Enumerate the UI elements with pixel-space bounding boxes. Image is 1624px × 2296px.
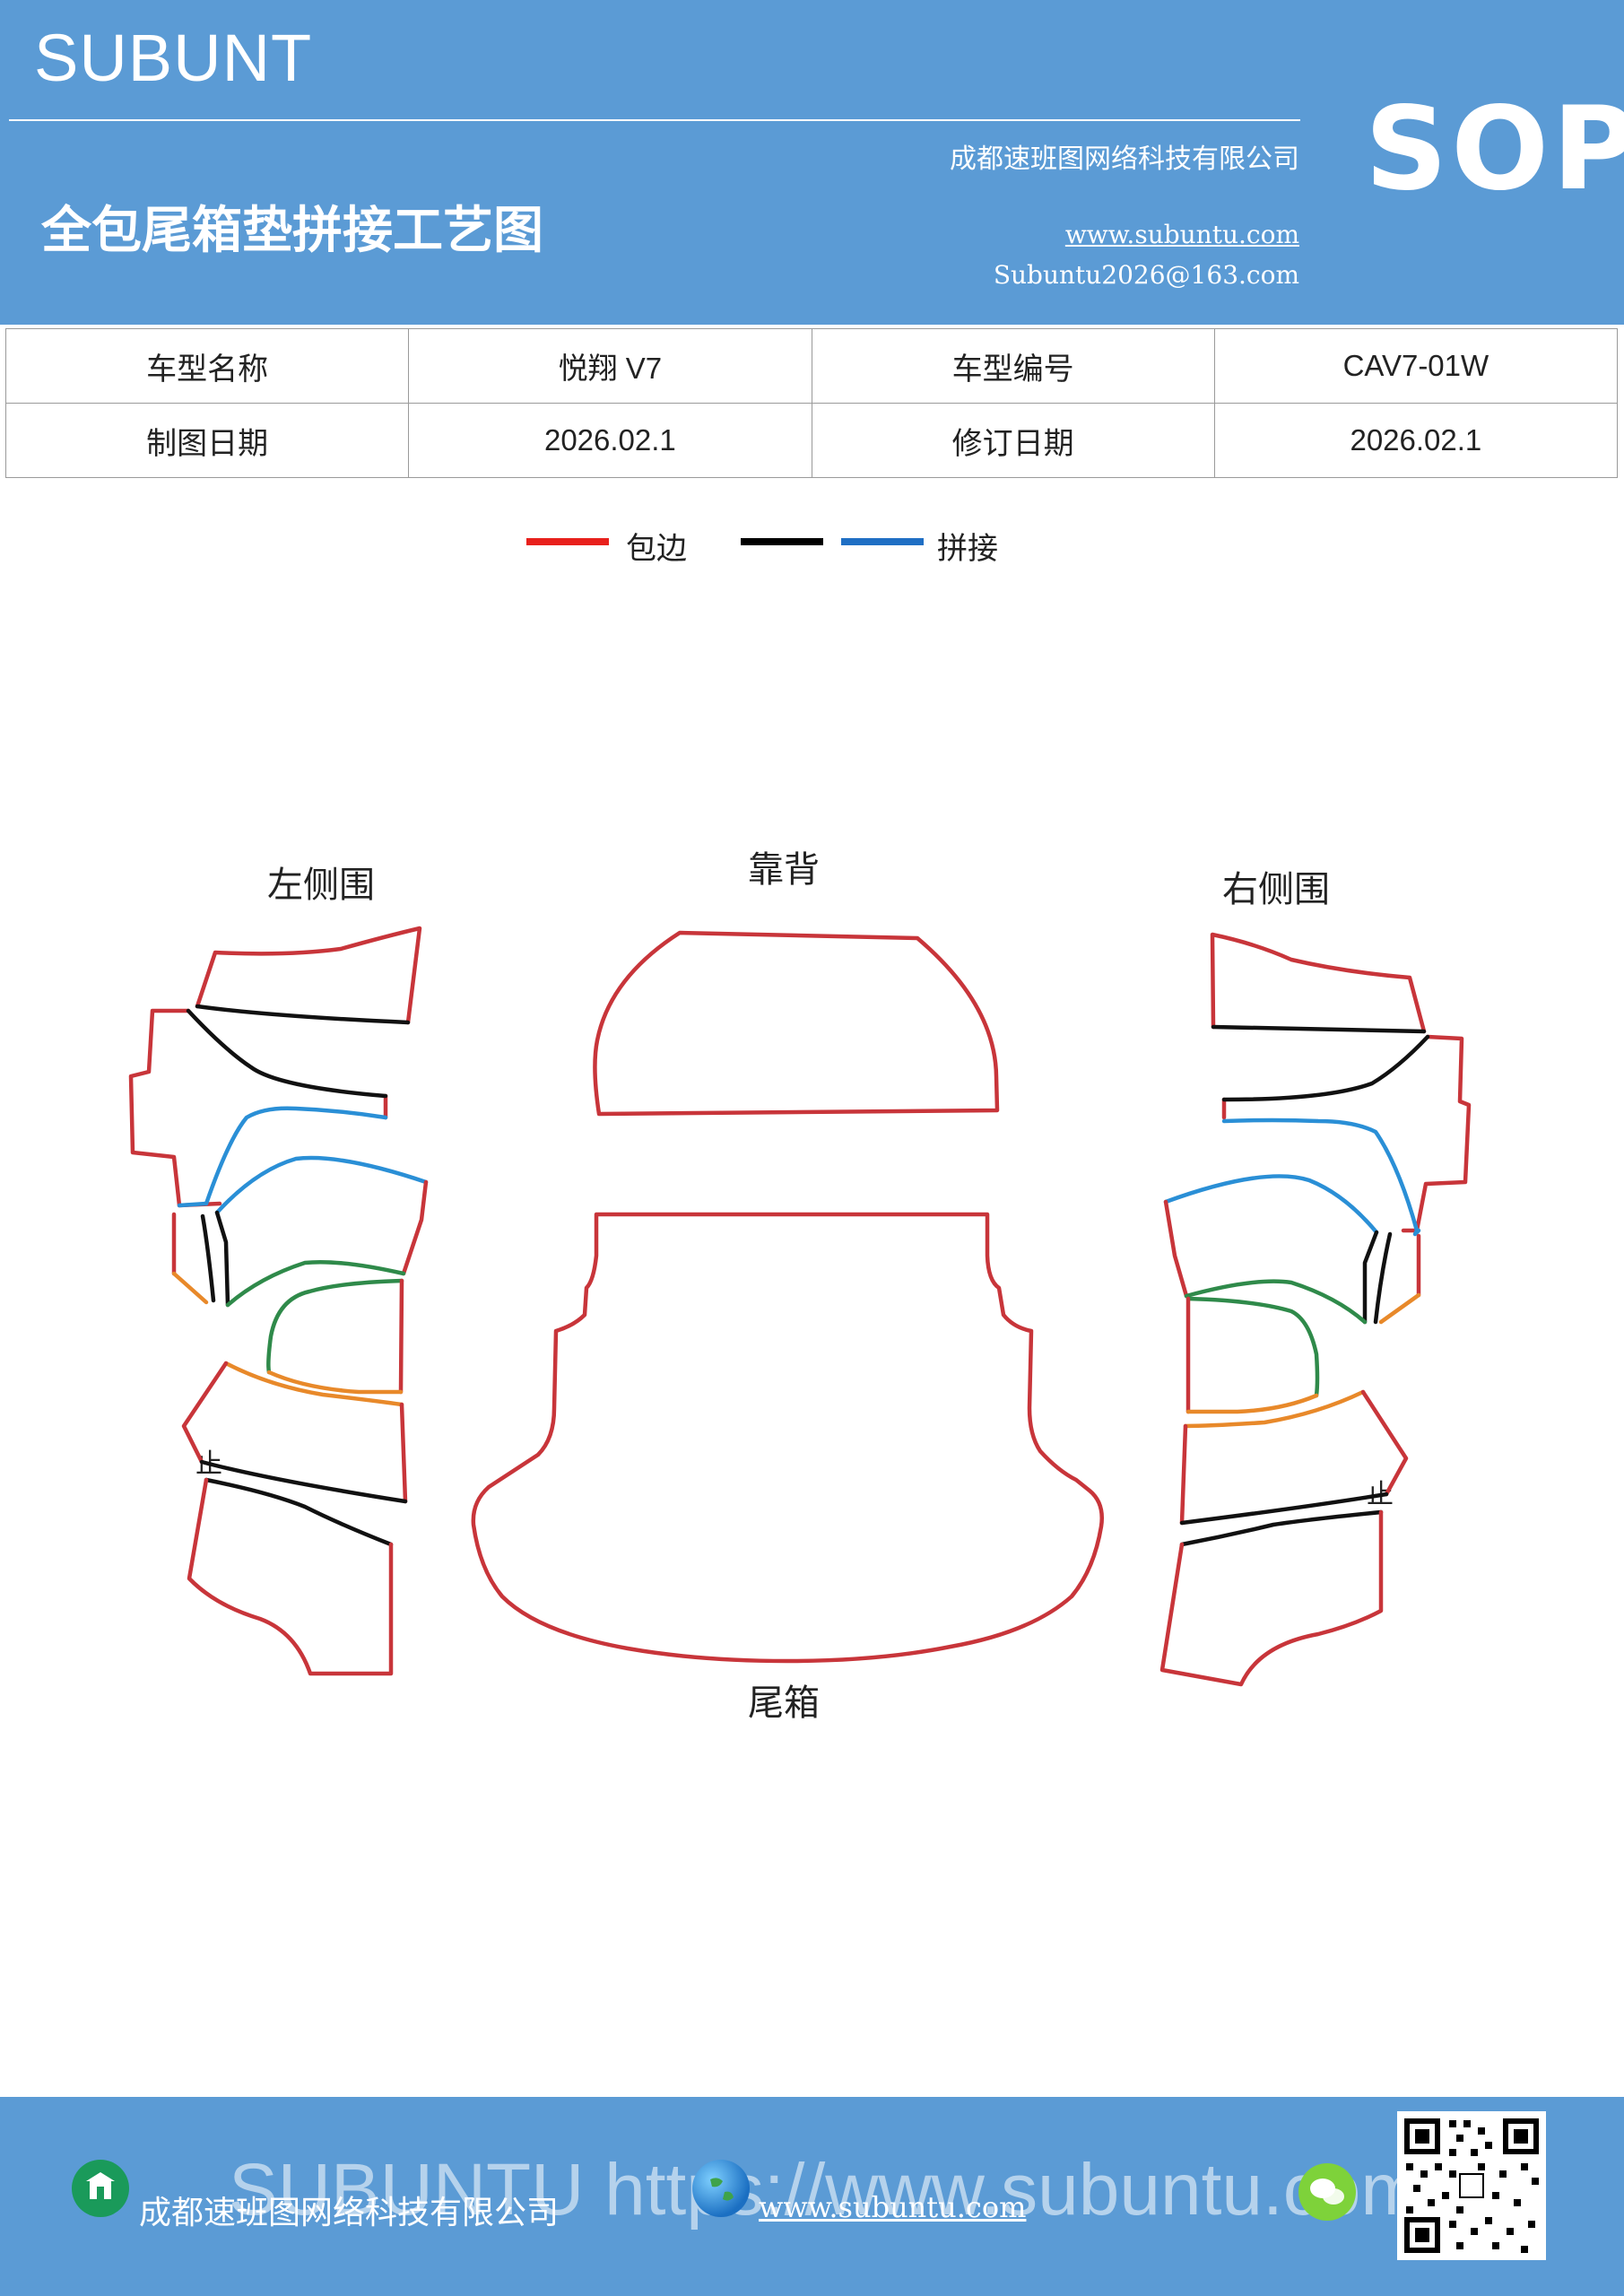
sop-badge: SOP <box>1365 83 1624 216</box>
left-panel-6-edge <box>187 1477 394 1676</box>
right-panel-4-orange <box>1185 1393 1319 1414</box>
right-panel-5-orange <box>1183 1389 1366 1429</box>
right-panel-5-edge <box>1179 1389 1409 1526</box>
left-panel-2-seam <box>186 1008 388 1099</box>
left-panel-6-seam <box>204 1477 394 1547</box>
right-panel-3-seam-a <box>1362 1230 1379 1325</box>
right-panel-3-orange <box>1378 1292 1421 1325</box>
right-panel-6-edge <box>1159 1509 1384 1687</box>
document-title: 全包尾箱垫拼接工艺图 <box>41 202 543 260</box>
building-icon <box>72 2160 129 2217</box>
label-left-side: 左侧围 <box>267 865 375 906</box>
qr-code-icon <box>1397 2111 1546 2260</box>
table-cell-label: 修订日期 <box>811 403 1215 478</box>
label-trunk: 尾箱 <box>748 1683 820 1724</box>
left-panel-4-orange <box>266 1370 404 1395</box>
table-cell-value: 悦翔 V7 <box>408 328 812 404</box>
table-cell-value: 2026.02.1 <box>1213 403 1619 478</box>
right-panel-3-edge <box>1163 1199 1189 1299</box>
left-panel-5-orange <box>223 1361 404 1407</box>
right-panel-5-seam <box>1179 1492 1389 1526</box>
legend-swatch-seam <box>741 538 823 545</box>
table-cell-value: 2026.02.1 <box>408 403 812 478</box>
table-row: 制图日期 2026.02.1 修订日期 2026.02.1 <box>4 403 1619 478</box>
left-panel-3-seam-b <box>200 1213 216 1303</box>
left-panel-3-seam-a <box>214 1210 230 1308</box>
right-panel-6-seam <box>1179 1509 1384 1547</box>
header-banner: SUBUNT 全包尾箱垫拼接工艺图 成都速班图网络科技有限公司 www.subu… <box>0 0 1624 325</box>
wechat-icon <box>1298 2163 1356 2221</box>
right-panel-3-green <box>1184 1279 1368 1325</box>
legend-swatch-edge <box>526 538 609 545</box>
globe-icon <box>692 2160 750 2217</box>
legend-label-edge: 包边 <box>626 531 687 567</box>
header-divider <box>9 119 1300 121</box>
vehicle-info-table: 车型名称 悦翔 V7 车型编号 CAV7-01W 制图日期 2026.02.1 … <box>4 328 1619 478</box>
legend-swatch-splice <box>841 538 924 545</box>
left-panel-4-edge <box>398 1278 404 1395</box>
trunk-floor-piece <box>471 1212 1104 1664</box>
footer-company-name: 成都速班图网络科技有限公司 <box>139 2195 560 2231</box>
footer-website-link[interactable]: www.subuntu.com <box>759 2190 1027 2224</box>
right-panel-top-seam <box>1211 1024 1427 1034</box>
right-panel-2-seam <box>1221 1034 1430 1102</box>
label-right-side: 右侧围 <box>1222 869 1330 910</box>
legend-label-splice: 拼接 <box>937 531 998 567</box>
right-panel-4-green <box>1185 1296 1320 1398</box>
label-backrest: 靠背 <box>748 849 820 891</box>
table-cell-label: 车型编号 <box>811 328 1215 404</box>
left-panel-4-green <box>266 1278 404 1375</box>
left-panel-top-seam <box>195 1004 411 1025</box>
left-panel-5-edge <box>181 1361 408 1504</box>
table-row: 车型名称 悦翔 V7 车型编号 CAV7-01W <box>4 328 1619 404</box>
email-address: Subuntu2026@163.com <box>993 260 1299 290</box>
right-panel-3-splice <box>1163 1174 1379 1235</box>
legend: 包边 拼接 <box>0 520 1624 574</box>
left-panel-3-orange <box>171 1271 209 1305</box>
company-name: 成都速班图网络科技有限公司 <box>950 144 1299 175</box>
website-link[interactable]: www.subuntu.com <box>1064 220 1299 249</box>
left-panel-3-edge <box>401 1179 429 1276</box>
brand-name: SUBUNT <box>34 21 313 95</box>
backrest-piece <box>593 930 1000 1117</box>
left-panel-2-edge <box>128 1008 388 1208</box>
left-panel-5-seam <box>199 1459 408 1504</box>
footer-watermark: SUBUNTU https://www.subuntu.com <box>229 2149 1422 2231</box>
table-cell-label: 车型名称 <box>4 328 410 404</box>
left-panel-3-splice <box>214 1155 429 1215</box>
table-cell-label: 制图日期 <box>4 403 410 478</box>
table-cell-value: CAV7-01W <box>1213 328 1619 404</box>
right-panel-3-seam-b <box>1373 1231 1393 1325</box>
left-panel-2-splice <box>177 1106 388 1208</box>
left-panel-top-edge <box>195 926 422 1025</box>
right-panel-top-edge <box>1210 932 1427 1034</box>
footer-banner: SUBUNTU https://www.subuntu.com 成都速班图网络科… <box>0 2097 1624 2296</box>
right-panel-2-edge <box>1221 1034 1472 1233</box>
right-panel-2-splice <box>1221 1118 1421 1237</box>
left-panel-3-green <box>225 1259 406 1308</box>
